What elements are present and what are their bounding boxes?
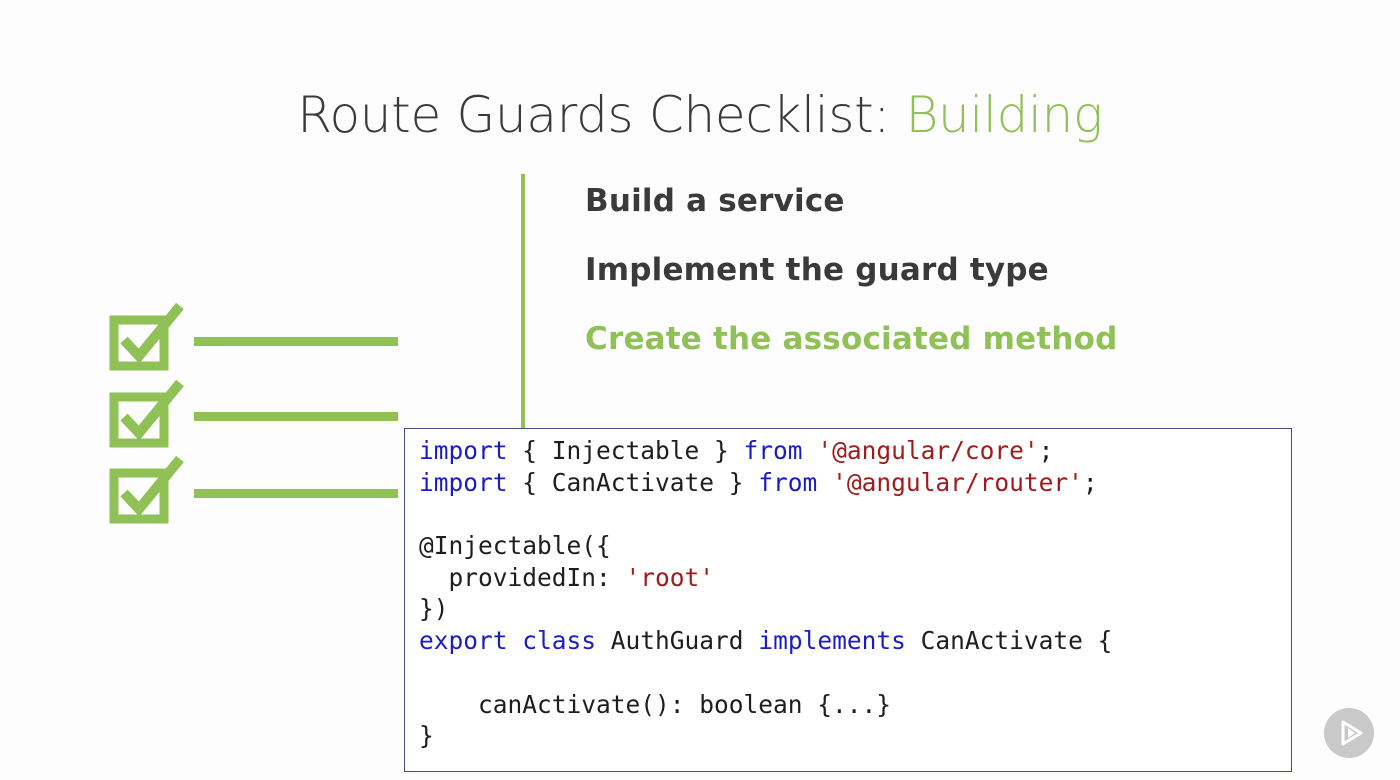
title-main: Route Guards Checklist:	[297, 85, 906, 144]
checklist-row-3	[109, 455, 398, 524]
code-string: 'root'	[625, 562, 715, 592]
code-line-decorator-close: })	[419, 594, 449, 624]
code-line-blank	[419, 657, 1291, 689]
step-create-method: Create the associated method	[585, 321, 1118, 357]
code-text: { CanActivate }	[507, 467, 759, 497]
code-line-blank	[419, 498, 1291, 530]
step-implement-guard-type: Implement the guard type	[585, 252, 1049, 288]
code-line-method: canActivate(): boolean {...}	[419, 689, 892, 719]
checklist-steps: Build a service Implement the guard type…	[585, 181, 1118, 388]
step-build-service: Build a service	[585, 183, 845, 219]
code-line-import-canactivate: import { CanActivate } from '@angular/ro…	[419, 467, 1291, 499]
code-string: '@angular/core'	[817, 436, 1039, 465]
code-keyword: export	[419, 626, 508, 656]
checklist-row-1	[109, 302, 398, 371]
title-accent: Building	[905, 85, 1103, 144]
code-keyword: class	[522, 626, 597, 656]
code-keyword: implements	[758, 626, 906, 656]
code-sample: import { Injectable } from '@angular/cor…	[404, 428, 1292, 772]
slide-title: Route Guards Checklist: Building	[0, 86, 1400, 144]
checklist-icon	[109, 302, 398, 524]
code-line-class-declaration: export class AuthGuard implements CanAct…	[419, 625, 1291, 657]
code-text: AuthGuard	[596, 626, 759, 656]
vertical-divider	[521, 174, 525, 434]
play-triangle-icon	[1341, 720, 1363, 746]
code-line-class-close: }	[419, 721, 434, 751]
code-string: '@angular/router'	[832, 467, 1083, 497]
code-keyword: from	[758, 467, 818, 497]
code-line-provided-in: providedIn: 'root'	[419, 562, 1291, 594]
code-keyword: import	[419, 467, 508, 497]
code-line-decorator: @Injectable({	[419, 531, 611, 561]
checklist-row-2	[109, 379, 398, 448]
play-icon[interactable]	[1324, 708, 1374, 758]
code-keyword: import	[419, 436, 508, 465]
code-keyword: from	[743, 436, 803, 465]
code-text: providedIn:	[419, 562, 626, 592]
code-text: ;	[1038, 436, 1054, 465]
code-line-import-injectable: import { Injectable } from '@angular/cor…	[419, 435, 1291, 467]
code-text: ;	[1082, 467, 1098, 497]
code-text: CanActivate {	[905, 626, 1113, 656]
code-text: { Injectable }	[507, 436, 744, 465]
